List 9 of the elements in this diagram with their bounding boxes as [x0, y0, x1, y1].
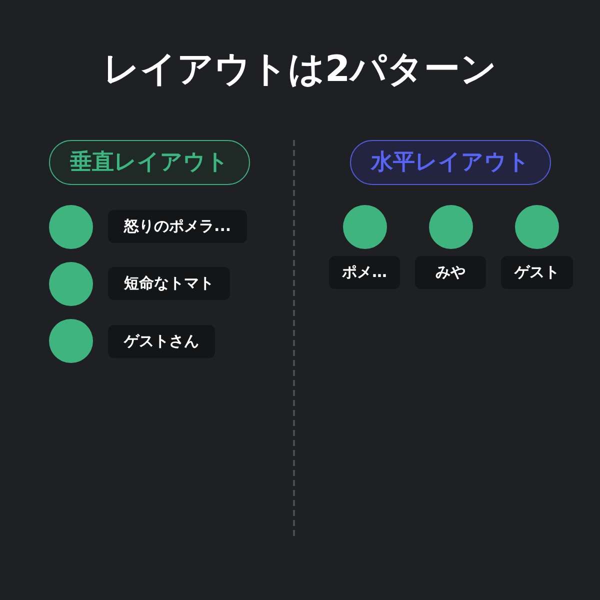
- name-tag: ポメ…: [329, 256, 400, 289]
- title: レイアウトは2パターン: [102, 48, 498, 92]
- name-tag: ゲスト: [501, 256, 573, 289]
- name-tag: 怒りのポメラ...: [108, 210, 248, 243]
- section-label: 水平レイアウト: [350, 140, 551, 185]
- name-tag: 短命なトマト: [108, 267, 230, 300]
- name-tag: みや: [415, 256, 486, 289]
- section-label: 垂直レイアウト: [49, 140, 250, 185]
- name-tag: ゲストさん: [108, 325, 215, 358]
